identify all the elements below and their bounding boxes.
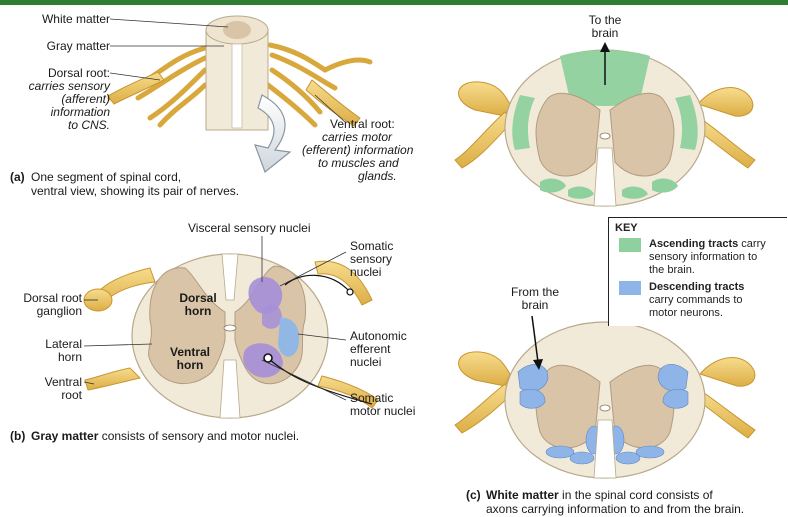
key-ascending-bold: Ascending tracts bbox=[649, 238, 738, 250]
key-ascending-line-2: sensory information to bbox=[649, 251, 757, 263]
caption-a-letter: (a) bbox=[10, 171, 25, 184]
label-dorsal-root-ganglion-2: ganglion bbox=[0, 305, 82, 318]
label-ventral-root-desc-4: glands. bbox=[358, 170, 397, 183]
label-ventral-root-b-2: root bbox=[0, 389, 82, 402]
label-visceral-sensory-nuclei: Visceral sensory nuclei bbox=[188, 222, 311, 235]
label-to-the-brain-2: brain bbox=[570, 27, 640, 40]
caption-a-line-2: ventral view, showing its pair of nerves… bbox=[31, 185, 239, 198]
label-dorsal-root-desc-4: to CNS. bbox=[0, 119, 110, 132]
label-autonomic-efferent-3: nuclei bbox=[350, 356, 381, 369]
caption-a-line-1: One segment of spinal cord, bbox=[31, 171, 181, 184]
key-descending-line-1: carry commands to bbox=[649, 294, 743, 306]
label-gray-matter: Gray matter bbox=[10, 40, 110, 53]
ascending-swatch bbox=[619, 238, 641, 252]
caption-c-line-1: White matter in the spinal cord consists… bbox=[486, 489, 713, 502]
label-somatic-sensory-3: nuclei bbox=[350, 266, 381, 279]
legend-key: KEY Ascending tracts carry sensory infor… bbox=[608, 217, 787, 326]
caption-c-line-2: axons carrying information to and from t… bbox=[486, 503, 744, 516]
label-dorsal-horn-2: horn bbox=[168, 305, 228, 318]
panel-b-gray-matter bbox=[84, 236, 378, 418]
caption-b: Gray matter consists of sensory and moto… bbox=[31, 430, 299, 443]
key-ascending-rest: carry bbox=[738, 238, 766, 250]
descending-swatch bbox=[619, 281, 641, 295]
caption-b-bold: Gray matter bbox=[31, 429, 98, 443]
caption-b-letter: (b) bbox=[10, 430, 25, 443]
label-white-matter: White matter bbox=[10, 13, 110, 26]
panel-c-bottom-cord bbox=[455, 316, 755, 478]
label-lateral-horn-2: horn bbox=[0, 351, 82, 364]
label-ventral-horn-2: horn bbox=[158, 359, 222, 372]
label-somatic-motor-2: motor nuclei bbox=[350, 405, 415, 418]
caption-c-bold: White matter bbox=[486, 488, 559, 502]
key-descending-bold: Descending tracts bbox=[649, 281, 744, 293]
key-ascending-line-1: Ascending tracts carry bbox=[649, 238, 766, 250]
caption-c-letter: (c) bbox=[466, 489, 481, 502]
key-ascending-line-3: the brain. bbox=[649, 264, 695, 276]
caption-c-rest: in the spinal cord consists of bbox=[559, 488, 713, 502]
key-descending-line-2: motor neurons. bbox=[649, 307, 723, 319]
panel-c-top-cord bbox=[455, 42, 755, 206]
key-title: KEY bbox=[615, 222, 638, 234]
caption-b-rest: consists of sensory and motor nuclei. bbox=[98, 429, 299, 443]
label-from-the-brain-2: brain bbox=[500, 299, 570, 312]
